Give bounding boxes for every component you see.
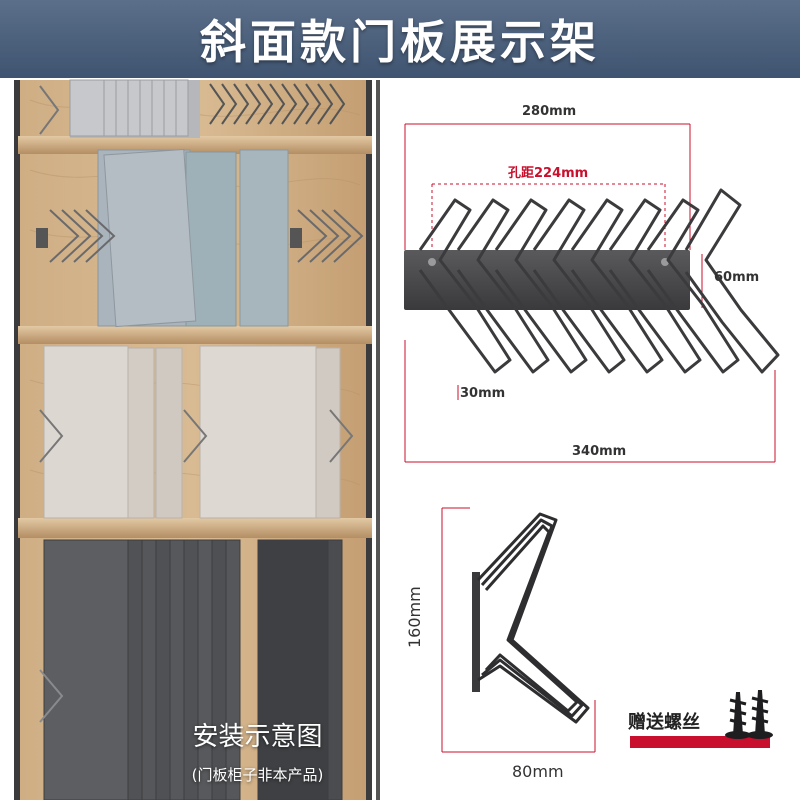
dimension-side-depth: 80mm <box>512 762 564 781</box>
dimension-total-width: 340mm <box>572 444 627 459</box>
screw-accessory <box>630 690 773 748</box>
dimension-width-top: 280mm <box>522 104 577 119</box>
dimension-rod-gap: 30mm <box>460 386 506 401</box>
product-illustration <box>14 79 780 800</box>
dimension-height-right: 60mm <box>714 270 760 285</box>
rack-front-diagram <box>404 123 780 463</box>
dimension-side-height: 160mm <box>405 586 424 648</box>
free-screws-label: 赠送螺丝 <box>628 712 700 733</box>
rack-side-diagram <box>441 507 596 753</box>
install-diagram-caption: 安装示意图 <box>192 722 323 752</box>
install-diagram-note: (门板柜子非本产品) <box>191 766 324 784</box>
title-banner: 斜面款门板展示架 <box>0 0 800 78</box>
dimension-hole-spacing: 孔距224mm <box>508 166 589 181</box>
cabinet <box>14 79 380 800</box>
page-title: 斜面款门板展示架 <box>200 15 600 69</box>
